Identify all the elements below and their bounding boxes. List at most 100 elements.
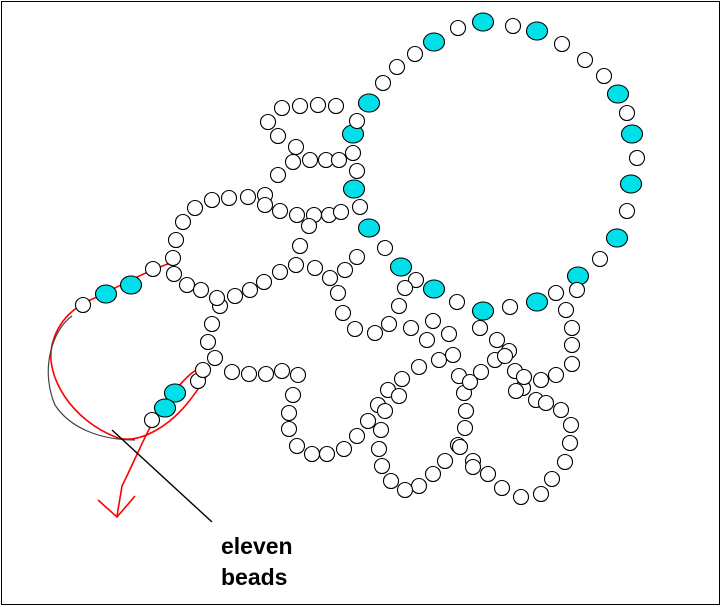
plain-bead: [206, 349, 224, 367]
bead-layer: [74, 12, 646, 506]
plain-bead: [203, 191, 221, 209]
plain-bead: [346, 320, 364, 338]
highlighted-bead: [525, 292, 549, 312]
plain-bead: [515, 368, 533, 386]
plain-bead: [309, 96, 327, 114]
thread-underlay: [47, 315, 136, 441]
plain-bead: [335, 440, 353, 458]
plain-bead: [186, 199, 204, 217]
plain-bead: [430, 351, 448, 369]
plain-bead: [374, 74, 392, 92]
highlighted-bead: [153, 398, 177, 418]
plain-bead: [284, 386, 302, 404]
plain-bead: [562, 416, 580, 434]
caption-line-1: eleven: [221, 533, 293, 559]
plain-bead: [334, 304, 352, 322]
plain-bead: [396, 481, 414, 499]
plain-bead: [167, 231, 185, 249]
plain-bead: [407, 271, 425, 289]
plain-bead: [479, 465, 497, 483]
highlighted-bead: [94, 284, 118, 304]
plain-bead: [301, 151, 319, 169]
plain-bead: [284, 153, 302, 171]
plain-bead: [504, 17, 522, 35]
plain-bead: [192, 281, 210, 299]
highlighted-bead: [620, 124, 644, 144]
plain-bead: [289, 366, 307, 384]
plain-bead: [359, 412, 377, 430]
plain-bead: [547, 284, 565, 302]
plain-bead: [456, 419, 474, 437]
plain-bead: [291, 97, 309, 115]
plain-bead: [144, 260, 162, 278]
plain-bead: [543, 470, 561, 488]
plain-bead: [318, 445, 336, 463]
plain-bead: [287, 138, 305, 156]
plain-bead: [402, 319, 420, 337]
plain-bead: [568, 281, 586, 299]
plain-bead: [330, 151, 348, 169]
plain-bead: [256, 196, 274, 214]
plain-bead: [300, 217, 318, 235]
plain-bead: [444, 346, 462, 364]
plain-bead: [488, 331, 506, 349]
plain-bead: [174, 213, 192, 231]
plain-bead: [240, 365, 258, 383]
plain-bead: [618, 104, 636, 122]
plain-bead: [372, 421, 390, 439]
plain-bead: [410, 358, 428, 376]
plain-bead: [269, 127, 287, 145]
highlighted-bead: [119, 275, 143, 295]
plain-bead: [259, 113, 277, 131]
plain-bead: [451, 438, 469, 456]
plain-bead: [348, 162, 366, 180]
plain-bead: [351, 198, 369, 216]
plain-bead: [220, 189, 238, 207]
plain-bead: [373, 457, 391, 475]
caption-line-2: beads: [221, 564, 288, 590]
plain-bead: [370, 440, 388, 458]
highlighted-bead: [422, 279, 446, 299]
plain-bead: [348, 427, 366, 445]
highlighted-bead: [471, 12, 495, 32]
plain-bead: [390, 387, 408, 405]
plain-bead: [280, 404, 298, 422]
plain-bead: [628, 149, 646, 167]
plain-bead: [269, 166, 287, 184]
plain-bead: [461, 373, 479, 391]
plain-bead: [563, 319, 581, 337]
plain-bead: [303, 445, 321, 463]
highlighted-bead: [606, 84, 630, 104]
plain-bead: [257, 365, 275, 383]
highlighted-bead: [357, 93, 381, 113]
plain-bead: [418, 331, 436, 349]
plain-bead: [74, 296, 92, 314]
plain-bead: [563, 355, 581, 373]
plain-bead: [287, 256, 305, 274]
plain-bead: [449, 19, 467, 37]
plain-bead: [332, 203, 350, 221]
plain-bead: [273, 99, 291, 117]
highlighted-bead: [525, 21, 549, 41]
plain-bead: [448, 293, 466, 311]
plain-bead: [164, 249, 182, 267]
plain-bead: [410, 477, 428, 495]
plain-bead: [336, 261, 354, 279]
plain-bead: [464, 458, 482, 476]
plain-bead: [306, 259, 324, 277]
plain-bead: [203, 315, 221, 333]
plain-bead: [547, 366, 565, 384]
plain-bead: [291, 237, 309, 255]
plain-bead: [512, 488, 530, 506]
plain-bead: [393, 370, 411, 388]
plain-bead: [327, 97, 345, 115]
plain-bead: [273, 362, 291, 380]
plain-bead: [208, 289, 226, 307]
plain-bead: [271, 263, 289, 281]
plain-bead: [226, 287, 244, 305]
plain-bead: [406, 45, 424, 63]
plain-bead: [380, 315, 398, 333]
plain-bead: [376, 402, 394, 420]
